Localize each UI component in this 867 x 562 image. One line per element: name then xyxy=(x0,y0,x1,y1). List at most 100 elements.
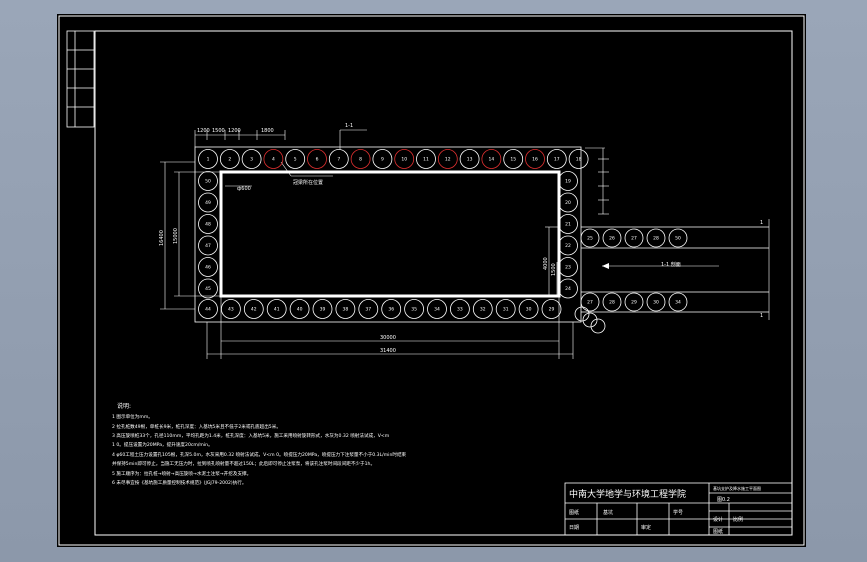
pile-right-label: 21 xyxy=(565,222,571,228)
title-row3-b: 比例 xyxy=(733,516,743,523)
pile-top xyxy=(307,149,327,169)
title-institution: 中南大学地学与环境工程学院 xyxy=(569,488,686,500)
drawing-sheet: 1200 1500 1200 1800 1-1 冠梁所在位置 ф600 xyxy=(58,15,805,546)
pile-corner xyxy=(590,318,606,334)
pile-ext-top-label: 25 xyxy=(587,236,593,242)
top-dimension xyxy=(194,130,286,147)
dim-bottom-outer: 31400 xyxy=(380,348,396,354)
pile-right-label: 24 xyxy=(565,286,571,292)
title-row2-c: 学号 xyxy=(673,509,683,516)
pile-bottom-label: 35 xyxy=(411,307,417,313)
pile-top-label: 8 xyxy=(359,157,362,163)
pile-left-label: 48 xyxy=(205,222,211,228)
pile-bottom xyxy=(266,299,287,319)
pile-bottom xyxy=(427,299,447,319)
pile-bottom xyxy=(541,299,562,319)
title-row3-c: 图纸 xyxy=(713,528,723,535)
pile-right-label: 20 xyxy=(565,200,571,206)
pile-left-label: 49 xyxy=(205,200,211,206)
foundation-pit-plan: 1200 1500 1200 1800 1-1 冠梁所在位置 ф600 xyxy=(159,123,770,359)
pile-ext-top-label: 26 xyxy=(609,236,615,242)
pile-top-label: 9 xyxy=(381,157,384,163)
pile-top-label: 3 xyxy=(250,157,253,163)
section-mark: 1-1 剖面 xyxy=(661,261,681,268)
pile-bottom xyxy=(449,299,470,319)
pile-left xyxy=(198,171,218,191)
pile-bottom xyxy=(358,299,379,319)
dim-inner-right: 4000 xyxy=(543,257,549,270)
right-mark-1: 1 xyxy=(760,220,763,226)
title-block xyxy=(564,482,793,536)
pile-bottom xyxy=(312,299,333,319)
pile-top-label: 12 xyxy=(445,157,451,163)
pile-ext-bottom-label: 30 xyxy=(653,300,659,306)
note-line-4: 1 0。提压设置为20MPa，提升速度20cm/min。 xyxy=(112,441,213,448)
sheet-border-outer xyxy=(58,15,805,546)
pile-top xyxy=(525,149,545,169)
title-drawing-name: 基坑支护及降水施工平面图 xyxy=(713,485,761,491)
note-line-6: 并保持5min即可停止。当施工无压力时，拉到喷孔喷射量不超过150L；此后即可停… xyxy=(112,460,375,467)
dim-inner-right2: 1500 xyxy=(551,263,557,276)
pile-bottom-label: 31 xyxy=(503,307,509,313)
pile-bottom-label: 38 xyxy=(343,307,349,313)
pile-ext-bottom-label: 28 xyxy=(609,300,615,306)
pile-bottom-label: 36 xyxy=(388,307,394,313)
pile-ext-top xyxy=(580,228,600,248)
binding-strip xyxy=(66,30,95,128)
pile-ext-bottom xyxy=(602,292,622,312)
pile-bottom-label: 29 xyxy=(549,307,555,313)
top-dim-4: 1800 xyxy=(261,128,274,134)
pile-bottom-label: 44 xyxy=(205,307,211,313)
drawing-canvas[interactable]: 1200 1500 1200 1800 1-1 冠梁所在位置 ф600 xyxy=(57,14,806,547)
pile-ext-top xyxy=(668,228,688,248)
pile-top-label: 4 xyxy=(272,157,275,163)
pile-right xyxy=(558,214,578,234)
pile-top xyxy=(568,149,589,169)
pile-top xyxy=(372,149,393,169)
pile-top xyxy=(328,149,349,169)
pile-left xyxy=(198,278,218,299)
note-line-7: 5 施工顺序为：拉孔桩→喷射→高压旋喷→水泥土注浆→开挖及支撑。 xyxy=(112,470,251,477)
pile-ext-top xyxy=(624,228,644,248)
pile-top-label: 11 xyxy=(423,157,429,163)
pile-top xyxy=(416,149,436,169)
pile-top-label: 6 xyxy=(316,157,319,163)
pile-top xyxy=(219,149,240,169)
pile-bottom-label: 30 xyxy=(526,307,532,313)
pit-boundary xyxy=(219,170,561,298)
pile-top xyxy=(459,149,480,169)
pile-right-label: 19 xyxy=(565,179,571,185)
notes-title: 说明: xyxy=(117,402,131,410)
pile-top-label: 17 xyxy=(554,157,560,163)
pile-ext-bottom-label: 29 xyxy=(631,300,637,306)
title-row1-a: 图纸 xyxy=(569,509,579,516)
note-line-3: 3 高压旋喷桩33个，孔径110mm，平均孔距为1.4米，桩孔深度：入基坑5米，… xyxy=(112,432,390,439)
pile-bottom-label: 32 xyxy=(480,307,486,313)
pile-bottom-label: 33 xyxy=(457,307,463,313)
pile-top-label: 5 xyxy=(294,157,297,163)
pile-right xyxy=(558,171,578,191)
pile-bottom-label: 41 xyxy=(274,307,280,313)
pile-bottom xyxy=(335,299,356,319)
pile-left xyxy=(198,214,218,234)
pile-right-label: 22 xyxy=(565,243,571,249)
pile-top-label: 16 xyxy=(532,157,538,163)
pile-top xyxy=(546,149,567,169)
pile-bottom-label: 39 xyxy=(320,307,326,313)
pile-bottom xyxy=(518,299,539,319)
note-line-2: 2 拉孔桩数49根，单桩长9米，桩孔深度：入基坑5米且不低于2米或孔底超出5米。 xyxy=(112,423,281,430)
pile-top-label: 1 xyxy=(207,157,210,163)
callout-pile: 冠梁所在位置 xyxy=(293,179,323,186)
note-line-1: 1 图示单位为mm。 xyxy=(112,413,153,420)
label-pile-dia: ф600 xyxy=(237,186,251,192)
pile-right xyxy=(558,257,578,277)
pile-ext-bottom xyxy=(646,292,666,312)
design-notes: 说明: 1 图示单位为mm。 2 拉孔桩数49根，单桩长9米，桩孔深度：入基坑5… xyxy=(112,402,407,486)
title-row3-a: 设计 xyxy=(713,516,723,523)
pile-bottom-label: 43 xyxy=(228,307,234,313)
dim-bottom-inner: 30000 xyxy=(380,335,396,341)
pile-corner xyxy=(574,306,590,322)
pile-top-label: 2 xyxy=(228,157,231,163)
pile-right xyxy=(558,192,578,213)
pile-bottom xyxy=(289,299,310,319)
